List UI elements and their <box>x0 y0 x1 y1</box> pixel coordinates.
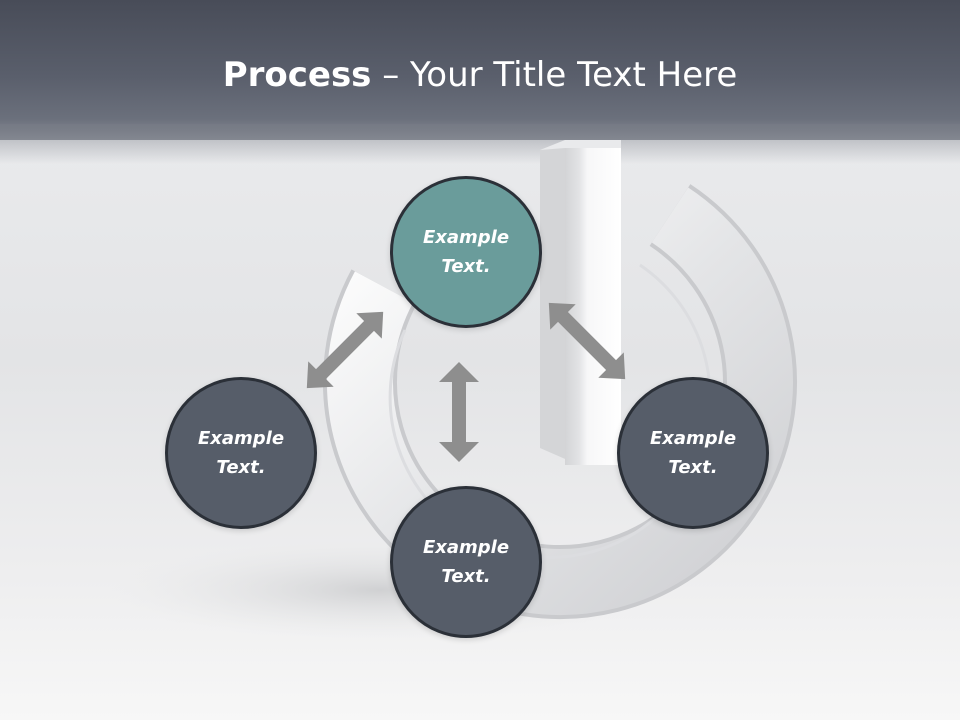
process-node-top: Example Text. <box>390 176 542 328</box>
title-bar-fade <box>0 124 960 164</box>
slide-title: Process – Your Title Text Here <box>0 53 960 97</box>
node-label: Example Text. <box>649 428 737 478</box>
node-label: Example Text. <box>422 227 510 277</box>
title-bar <box>0 0 960 140</box>
title-rest: – Your Title Text Here <box>371 55 738 95</box>
process-node-bottom: Example Text. <box>390 486 542 638</box>
double-arrow-right-icon <box>548 302 626 380</box>
process-node-left: Example Text. <box>165 377 317 529</box>
title-bold: Process <box>222 55 372 95</box>
process-node-right: Example Text. <box>617 377 769 529</box>
double-arrow-center-icon <box>439 362 479 462</box>
double-arrow-left-icon <box>306 311 384 389</box>
node-label: Example Text. <box>422 537 510 587</box>
node-label: Example Text. <box>197 428 285 478</box>
